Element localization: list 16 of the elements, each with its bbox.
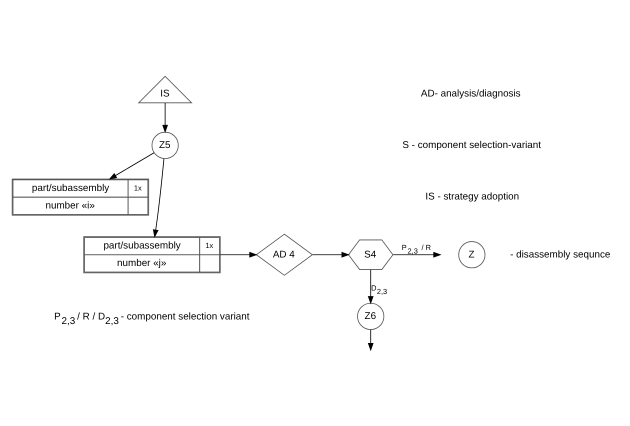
label: IS - strategy adoption	[425, 191, 520, 202]
arrow	[368, 268, 374, 304]
node-circle: Z6	[357, 302, 384, 330]
node-diamond: AD 4	[256, 233, 314, 276]
arrow	[152, 158, 164, 238]
node-label: - disassembly sequnce	[510, 248, 610, 260]
arrow	[108, 152, 154, 180]
node-circle: Z	[458, 240, 486, 268]
label: S - component selection-variant	[402, 139, 542, 150]
arrow	[312, 251, 350, 258]
label: AD- analysis/diagnosis	[420, 88, 521, 100]
node-circle: Z5	[152, 131, 179, 158]
arrow	[162, 102, 168, 133]
arrow	[368, 328, 374, 351]
arrow	[220, 251, 258, 258]
arrow	[392, 251, 442, 258]
